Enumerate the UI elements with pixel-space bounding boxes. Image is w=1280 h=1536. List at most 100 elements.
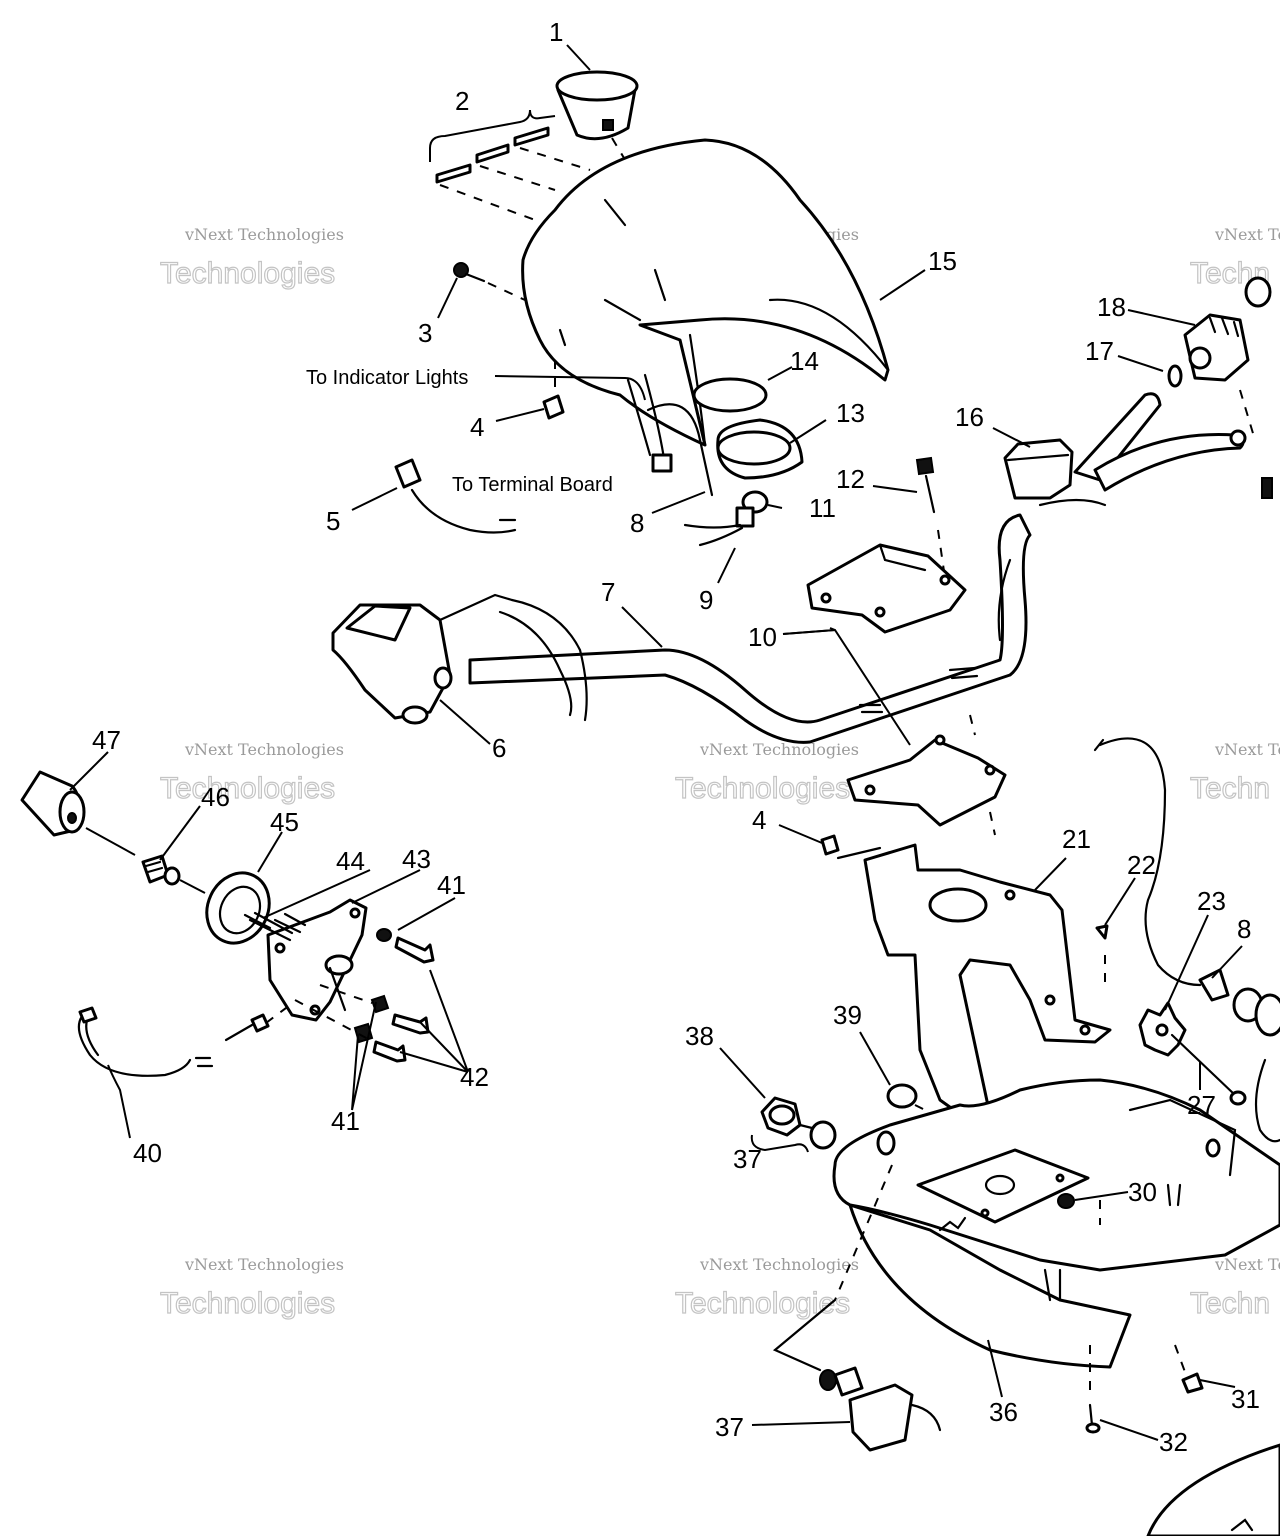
part-45-gasket [205, 871, 271, 945]
watermark-text: Technologies [160, 1287, 335, 1320]
part-44-adjuster [248, 911, 294, 942]
callout-41: 41 [437, 870, 466, 900]
callout-8: 8 [1237, 914, 1251, 944]
part-6-left-control [331, 593, 588, 725]
speedo-cable-end [1093, 738, 1105, 752]
callout-10: 10 [748, 622, 777, 652]
note-terminal-board: To Terminal Board [452, 474, 613, 496]
watermark-text: vNext Technologies [184, 740, 344, 759]
part-8-fitting [1198, 968, 1280, 1037]
watermark-text: vNext Te [1214, 225, 1280, 244]
part-37-switch-body [772, 1164, 942, 1452]
callout-15: 15 [928, 246, 957, 276]
leader-47-axis [85, 827, 136, 856]
callout-5: 5 [326, 506, 340, 536]
callout-32: 32 [1159, 1427, 1188, 1457]
watermark-text: vNext Te [1214, 740, 1280, 759]
part-21-bracket [863, 843, 1112, 1127]
callout-21: 21 [1062, 824, 1091, 854]
callout-4: 4 [752, 805, 766, 835]
part-10-clamp-upper [806, 543, 967, 634]
part-16-right-control [997, 392, 1247, 642]
callout-3: 3 [418, 318, 432, 348]
part-10-clamp-lower [846, 714, 1007, 836]
callout-37: 37 [733, 1144, 762, 1174]
part-5-connector [394, 458, 517, 534]
callout-45: 45 [270, 807, 299, 837]
emblem-fragment [1146, 1443, 1280, 1536]
part-32-screw [1085, 1403, 1101, 1434]
part-4-clip-lower [820, 834, 882, 860]
callout-44: 44 [336, 846, 365, 876]
watermark-text: Technologies [675, 1287, 850, 1320]
part-38-key-switch [750, 1096, 837, 1153]
watermark-text: vNext Technologies [699, 1255, 859, 1274]
parts [20, 70, 1280, 1536]
callout-numbers: 1 2 3 4 5 6 7 8 9 10 11 12 13 14 15 16 1… [92, 17, 1260, 1457]
watermark-text: Technologies [160, 257, 335, 290]
part-46-bolt [141, 854, 206, 894]
emblem-mark [1230, 1518, 1254, 1532]
callout-22: 22 [1127, 850, 1156, 880]
callout-12: 12 [836, 464, 865, 494]
part-1-gauge [555, 70, 639, 159]
callout-46: 46 [201, 782, 230, 812]
watermark-text: vNext Technologies [184, 1255, 344, 1274]
watermark-text: Techn [1190, 772, 1270, 805]
callout-2: 2 [455, 86, 469, 116]
leader-lines [69, 44, 1243, 1441]
part-36-dash-panel [832, 1058, 1280, 1395]
speedo-cable [1098, 737, 1202, 987]
part-14-ring [692, 377, 768, 413]
part-39-washer [886, 1083, 918, 1109]
note-indicator-lights: To Indicator Lights [306, 367, 468, 389]
callout-18: 18 [1097, 292, 1126, 322]
part-13-bezel [716, 418, 804, 480]
part-11-bulb [683, 490, 769, 547]
callout-9: 9 [699, 585, 713, 615]
callout-1: 1 [549, 17, 563, 47]
callout-8: 8 [630, 508, 644, 538]
callout-41: 41 [331, 1106, 360, 1136]
callout-42: 42 [460, 1062, 489, 1092]
callout-39: 39 [833, 1000, 862, 1030]
callout-23: 23 [1197, 886, 1226, 916]
callout-30: 30 [1128, 1177, 1157, 1207]
part-15-pod [521, 138, 890, 447]
callout-40: 40 [133, 1138, 162, 1168]
callout-11: 11 [809, 493, 836, 523]
part-2-lenses [429, 109, 591, 221]
dash-31 [1174, 1344, 1186, 1373]
watermark-text: vNext Technologies [184, 225, 344, 244]
callout-38: 38 [685, 1021, 714, 1051]
callout-6: 6 [492, 733, 506, 763]
part-40-cable [77, 1006, 214, 1077]
callout-7: 7 [601, 577, 615, 607]
part-3-screw [453, 262, 526, 301]
part-30-nut [1057, 1193, 1075, 1209]
watermark-text: Techn [1190, 1287, 1270, 1320]
callout-16: 16 [955, 402, 984, 432]
callout-17: 17 [1085, 336, 1114, 366]
callout-47: 47 [92, 725, 121, 755]
watermark-text: Technologies [675, 772, 850, 805]
part-31-clip [1181, 1372, 1204, 1394]
callout-27: 27 [1187, 1090, 1216, 1120]
callout-37: 37 [715, 1412, 744, 1442]
watermark-text: vNext Technologies [699, 740, 859, 759]
part-43-housing [243, 898, 368, 1022]
part-23-gear [1138, 1001, 1247, 1106]
callout-14: 14 [790, 346, 819, 376]
wiring-harness [626, 373, 714, 497]
watermark-text: vNext Te [1214, 1255, 1280, 1274]
callout-36: 36 [989, 1397, 1018, 1427]
watermark-text: Technologies [160, 772, 335, 805]
part-7-handlebar [468, 513, 1032, 744]
callout-31: 31 [1231, 1384, 1260, 1414]
callout-4: 4 [470, 412, 484, 442]
callout-13: 13 [836, 398, 865, 428]
part-18-switch [1183, 276, 1273, 499]
part-4-clip-upper [542, 360, 565, 420]
part-22-screw [1095, 924, 1109, 985]
